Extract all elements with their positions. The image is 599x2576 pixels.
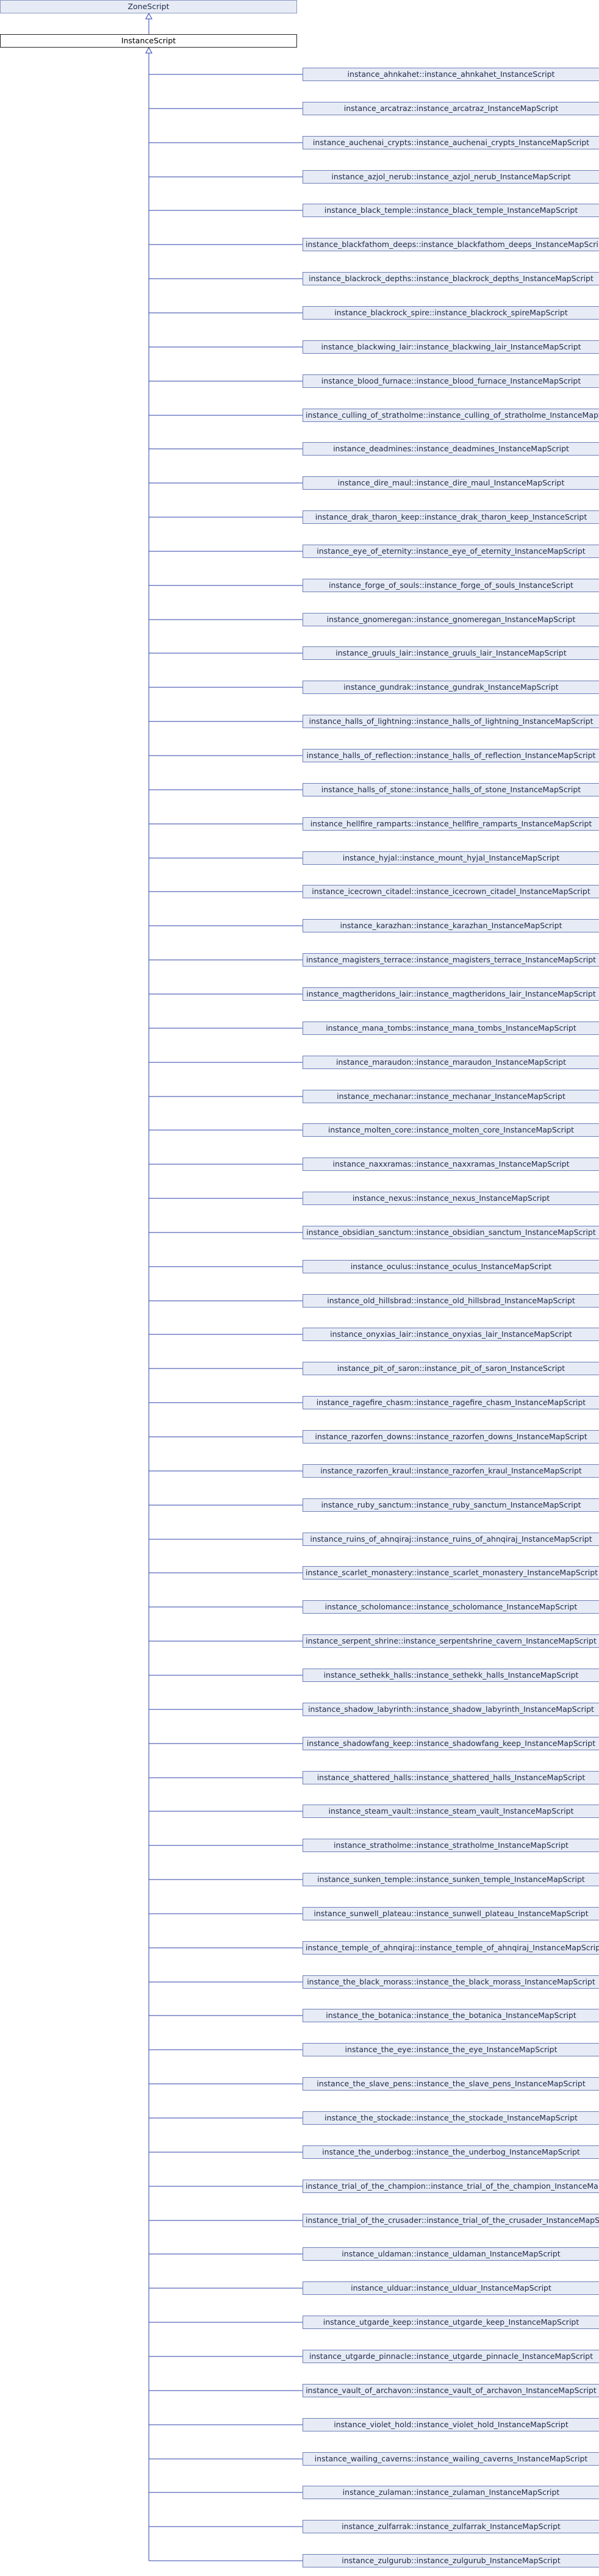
derived-class-node[interactable]: instance_ruins_of_ahnqiraj::instance_rui…	[303, 1533, 599, 1546]
derived-class-node[interactable]: instance_halls_of_lightning::instance_ha…	[303, 715, 599, 728]
inherit-arrow-head	[145, 12, 152, 20]
derived-class-node[interactable]: instance_oculus::instance_oculus_Instanc…	[303, 1260, 599, 1273]
derived-class-node[interactable]: instance_stratholme::instance_stratholme…	[303, 1839, 599, 1852]
derived-class-node[interactable]: instance_sunken_temple::instance_sunken_…	[303, 1873, 599, 1886]
derived-class-node[interactable]: instance_ruby_sanctum::instance_ruby_san…	[303, 1498, 599, 1512]
derived-class-node[interactable]: instance_vault_of_archavon::instance_vau…	[303, 2384, 599, 2397]
derived-class-node[interactable]: instance_violet_hold::instance_violet_ho…	[303, 2418, 599, 2431]
derived-class-node[interactable]: instance_sunwell_plateau::instance_sunwe…	[303, 1907, 599, 1920]
derived-class-node[interactable]: instance_the_slave_pens::instance_the_sl…	[303, 2077, 599, 2091]
derived-class-node[interactable]: instance_blackrock_depths::instance_blac…	[303, 272, 599, 285]
current-class-node[interactable]: InstanceScript	[0, 34, 297, 48]
derived-class-node[interactable]: instance_azjol_nerub::instance_azjol_ner…	[303, 170, 599, 184]
derived-class-node[interactable]: instance_culling_of_stratholme::instance…	[303, 409, 599, 422]
derived-class-node[interactable]: instance_gruuls_lair::instance_gruuls_la…	[303, 646, 599, 660]
derived-class-node[interactable]: instance_halls_of_reflection::instance_h…	[303, 749, 599, 762]
derived-class-node[interactable]: instance_serpent_shrine::instance_serpen…	[303, 1634, 599, 1648]
derived-class-node[interactable]: instance_utgarde_pinnacle::instance_utga…	[303, 2350, 599, 2363]
derived-class-node[interactable]: instance_magtheridons_lair::instance_mag…	[303, 987, 599, 1001]
derived-class-node[interactable]: instance_scarlet_monastery::instance_sca…	[303, 1566, 599, 1580]
derived-class-node[interactable]: instance_uldaman::instance_uldaman_Insta…	[303, 2247, 599, 2261]
derived-class-node[interactable]: instance_razorfen_kraul::instance_razorf…	[303, 1464, 599, 1478]
derived-class-node[interactable]: instance_wailing_caverns::instance_waili…	[303, 2452, 599, 2466]
derived-class-node[interactable]: instance_maraudon::instance_maraudon_Ins…	[303, 1056, 599, 1069]
derived-class-node[interactable]: instance_zulaman::instance_zulaman_Insta…	[303, 2486, 599, 2499]
derived-class-node[interactable]: instance_blackrock_spire::instance_black…	[303, 306, 599, 320]
derived-class-node[interactable]: instance_arcatraz::instance_arcatraz_Ins…	[303, 102, 599, 115]
derived-class-node[interactable]: instance_the_underbog::instance_the_unde…	[303, 2145, 599, 2159]
derived-class-node[interactable]: instance_auchenai_crypts::instance_auche…	[303, 136, 599, 149]
derived-class-node[interactable]: instance_sethekk_halls::instance_sethekk…	[303, 1669, 599, 1682]
derived-class-node[interactable]: instance_the_eye::instance_the_eye_Insta…	[303, 2043, 599, 2056]
derived-class-node[interactable]: instance_scholomance::instance_scholoman…	[303, 1600, 599, 1614]
derived-class-node[interactable]: instance_karazhan::instance_karazhan_Ins…	[303, 919, 599, 932]
derived-class-node[interactable]: instance_drak_tharon_keep::instance_drak…	[303, 510, 599, 524]
derived-class-node[interactable]: instance_ahnkahet::instance_ahnkahet_Ins…	[303, 68, 599, 81]
derived-class-node[interactable]: instance_obsidian_sanctum::instance_obsi…	[303, 1226, 599, 1239]
children-arrow-head	[145, 46, 152, 54]
derived-class-node[interactable]: instance_trial_of_the_crusader::instance…	[303, 2214, 599, 2227]
derived-class-node[interactable]: instance_molten_core::instance_molten_co…	[303, 1123, 599, 1137]
derived-class-node[interactable]: instance_black_temple::instance_black_te…	[303, 204, 599, 217]
derived-class-node[interactable]: instance_blackfathom_deeps::instance_bla…	[303, 238, 599, 251]
derived-class-node[interactable]: instance_blackwing_lair::instance_blackw…	[303, 340, 599, 354]
derived-class-node[interactable]: instance_razorfen_downs::instance_razorf…	[303, 1430, 599, 1444]
derived-class-node[interactable]: instance_icecrown_citadel::instance_icec…	[303, 885, 599, 898]
derived-class-node[interactable]: instance_the_stockade::instance_the_stoc…	[303, 2111, 599, 2125]
derived-class-node[interactable]: instance_zulgurub::instance_zulgurub_Ins…	[303, 2554, 599, 2567]
derived-class-node[interactable]: instance_trial_of_the_champion::instance…	[303, 2180, 599, 2193]
derived-class-node[interactable]: instance_steam_vault::instance_steam_vau…	[303, 1805, 599, 1818]
derived-class-node[interactable]: instance_deadmines::instance_deadmines_I…	[303, 442, 599, 456]
derived-class-node[interactable]: instance_eye_of_eternity::instance_eye_o…	[303, 545, 599, 558]
derived-class-node[interactable]: instance_mana_tombs::instance_mana_tombs…	[303, 1021, 599, 1035]
derived-class-node[interactable]: instance_utgarde_keep::instance_utgarde_…	[303, 2316, 599, 2329]
derived-class-node[interactable]: instance_gnomeregan::instance_gnomeregan…	[303, 613, 599, 626]
derived-class-node[interactable]: instance_ulduar::instance_ulduar_Instanc…	[303, 2281, 599, 2295]
derived-class-node[interactable]: instance_old_hillsbrad::instance_old_hil…	[303, 1294, 599, 1308]
derived-class-node[interactable]: instance_hyjal::instance_mount_hyjal_Ins…	[303, 851, 599, 865]
derived-class-node[interactable]: instance_dire_maul::instance_dire_maul_I…	[303, 476, 599, 490]
derived-class-node[interactable]: instance_shattered_halls::instance_shatt…	[303, 1771, 599, 1784]
derived-class-node[interactable]: instance_temple_of_ahnqiraj::instance_te…	[303, 1941, 599, 1955]
derived-class-node[interactable]: instance_shadowfang_keep::instance_shado…	[303, 1737, 599, 1750]
derived-class-node[interactable]: instance_zulfarrak::instance_zulfarrak_I…	[303, 2520, 599, 2533]
derived-class-node[interactable]: instance_magisters_terrace::instance_mag…	[303, 953, 599, 967]
derived-class-node[interactable]: instance_the_black_morass::instance_the_…	[303, 1975, 599, 1989]
derived-class-node[interactable]: instance_shadow_labyrinth::instance_shad…	[303, 1703, 599, 1716]
derived-class-node[interactable]: instance_onyxias_lair::instance_onyxias_…	[303, 1328, 599, 1341]
root-class-node[interactable]: ZoneScript	[0, 0, 297, 13]
derived-class-node[interactable]: instance_nexus::instance_nexus_InstanceM…	[303, 1192, 599, 1205]
derived-class-node[interactable]: instance_mechanar::instance_mechanar_Ins…	[303, 1090, 599, 1103]
derived-class-node[interactable]: instance_forge_of_souls::instance_forge_…	[303, 579, 599, 592]
derived-class-node[interactable]: instance_pit_of_saron::instance_pit_of_s…	[303, 1362, 599, 1375]
derived-class-node[interactable]: instance_ragefire_chasm::instance_ragefi…	[303, 1396, 599, 1409]
derived-class-node[interactable]: instance_blood_furnace::instance_blood_f…	[303, 374, 599, 388]
derived-class-node[interactable]: instance_hellfire_ramparts::instance_hel…	[303, 817, 599, 831]
derived-class-node[interactable]: instance_the_botanica::instance_the_bota…	[303, 2009, 599, 2022]
derived-class-node[interactable]: instance_halls_of_stone::instance_halls_…	[303, 783, 599, 796]
derived-class-node[interactable]: instance_naxxramas::instance_naxxramas_I…	[303, 1157, 599, 1171]
derived-class-node[interactable]: instance_gundrak::instance_gundrak_Insta…	[303, 681, 599, 694]
